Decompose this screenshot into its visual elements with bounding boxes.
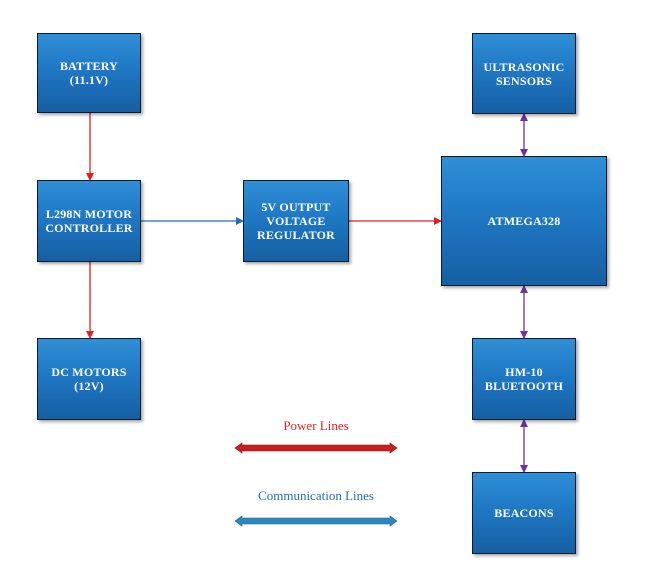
voltage-regulator-block: 5V OUTPUT VOLTAGE REGULATOR (243, 180, 349, 262)
motor-controller-label-line2: CONTROLLER (45, 221, 133, 235)
regulator-label-line1: 5V OUTPUT (261, 200, 331, 214)
beacons-label: BEACONS (494, 506, 554, 520)
legend-power-label: Power Lines (283, 418, 349, 433)
ultrasonic-label-line2: SENSORS (495, 73, 553, 88)
motor-controller-block: L298N MOTOR CONTROLLER (37, 180, 141, 262)
legend-communication-label: Communication Lines (258, 488, 374, 503)
dc-motors-block: DC MOTORS (12V) (37, 338, 141, 420)
mcu-label: ATMEGA328 (487, 214, 561, 228)
bluetooth-label-line1: HM-10 (505, 365, 543, 379)
legend-power-arrow (234, 442, 398, 454)
beacons-block: BEACONS (472, 472, 576, 554)
regulator-label-line2: VOLTAGE (266, 214, 326, 228)
bluetooth-block: HM-10 BLUETOOTH (472, 338, 576, 420)
atmega328-block: ATMEGA328 (441, 156, 607, 286)
legend-comm-arrow (234, 515, 398, 527)
ultrasonic-sensors-block: ULTRASONIC SENSORS (472, 33, 576, 114)
bluetooth-label-line2: BLUETOOTH (484, 379, 564, 393)
dc-motors-label-line1: DC MOTORS (51, 365, 127, 379)
battery-label-line1: BATTERY (59, 59, 119, 73)
motor-controller-label-line1: L298N MOTOR (45, 207, 133, 221)
ultrasonic-label-line1: ULTRASONIC (483, 59, 565, 74)
dc-motors-label-line2: (12V) (74, 379, 104, 393)
battery-block: BATTERY (11.1V) (37, 33, 141, 113)
regulator-label-line3: REGULATOR (256, 228, 336, 242)
battery-label-line2: (11.1V) (69, 73, 109, 87)
